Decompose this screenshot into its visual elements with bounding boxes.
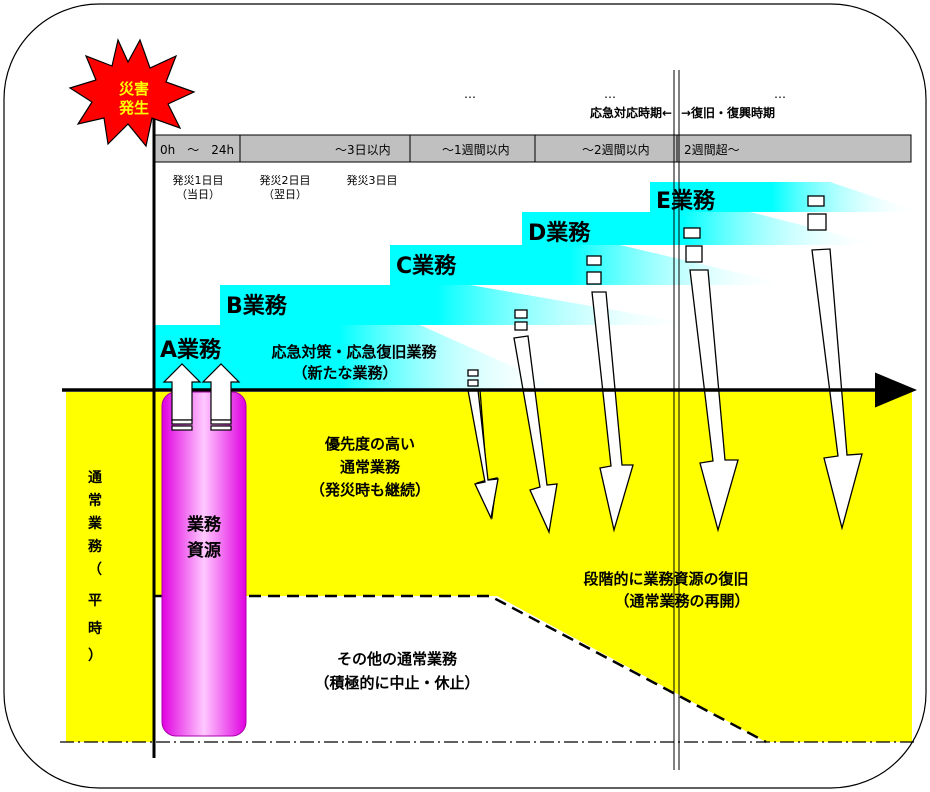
priority-ops-line1: 優先度の高い [324,435,415,453]
resource-up-arrows [162,363,241,431]
connector-box [807,213,827,231]
connector-box [171,419,193,425]
vertical-char: 業 [87,515,103,532]
task-wedge-e [650,182,920,212]
connector-box [586,255,602,266]
connector-box [210,425,232,431]
recovery-phase-label: →復旧・復興時期 [681,105,775,120]
normal-ops-vertical-label: 通 常 業 務 （ 平 時 ） [87,470,103,664]
task-wedge-b [220,285,700,325]
task-label-c: C業務 [396,253,457,279]
disaster-badge-line2: 発生 [118,99,149,117]
connector-box [467,369,479,377]
normal-operations-area-lower [66,596,154,742]
timeline-segment: 〜1週間以内 [442,143,510,157]
normal-operations-area [66,392,912,742]
connector-box [807,195,825,207]
vertical-char: 時 [88,620,102,637]
business-resources-capsule [161,391,247,737]
connector-box [514,321,528,331]
down-arrow [591,291,634,533]
priority-ops-line3: （発災時も継続） [310,481,430,499]
vertical-char: （ [88,562,102,578]
connector-box [586,271,602,285]
day-label: （当日） [176,187,220,201]
task-wedge-a [154,325,565,390]
staged-recovery-line2: （通常業務の再開） [614,592,749,610]
timeline-segment: 0h 〜 24h [160,143,234,157]
day-label: （翌日） [263,188,307,201]
task-label-d: D業務 [528,220,591,246]
staged-recovery-line1: 段階的に業務資源の復旧 [583,570,748,588]
connector-box [467,379,479,387]
priority-ops-line2: 通常業務 [340,458,401,476]
disaster-badge-line1: 災害 [119,80,149,98]
connector-box [685,245,703,263]
vertical-char: ） [88,648,102,664]
day-label: 発災2日目 [260,173,311,187]
connector-box [514,309,528,319]
down-arrow [467,389,499,521]
emergency-phase-label: 応急対応時期← [590,105,672,120]
disaster-badge: 災害 発生 [68,38,196,148]
day-label: 発災3日目 [347,173,398,187]
task-label-a: A業務 [160,337,222,363]
other-ops-line2: （積極的に中止・休止） [314,674,479,692]
task-wedge-d [522,212,880,245]
phase-ellipsis: … [604,87,616,101]
connector-box [210,419,232,425]
vertical-char: 平 [88,593,102,609]
connector-box [171,425,193,431]
day-label: 発災1日目 [173,173,224,187]
recovery-arrows [467,195,863,535]
timeline-segment: 〜3日以内 [335,143,391,157]
down-arrow [689,269,739,533]
vertical-char: 務 [88,538,103,555]
timeline-segment: 〜2週間以内 [582,143,650,157]
up-arrow [162,363,202,421]
timeline-bar: 0h 〜 24h 〜3日以内 〜1週間以内 〜2週間以内 2週間超〜 [153,134,912,163]
starburst-icon [68,38,196,148]
vertical-char: 常 [88,492,102,509]
emergency-tasks-line1: 応急対策・応急復旧業務 [271,343,437,361]
task-label-e: E業務 [656,188,716,214]
resources-label-line2: 資源 [187,540,221,561]
phase-ellipsis: … [464,87,476,101]
timeline-segment: 2週間超〜 [684,142,740,157]
emergency-tasks-line2: （新たな業務） [292,364,397,382]
phase-ellipsis: … [774,87,786,101]
resources-label-line1: 業務 [187,514,222,535]
other-ops-line1: その他の通常業務 [337,650,458,668]
up-arrow [201,363,241,421]
timeline-bar-bg [153,134,912,163]
vertical-char: 通 [88,470,102,486]
connector-box [683,227,701,239]
task-label-b: B業務 [226,293,288,319]
down-arrow [513,335,558,535]
